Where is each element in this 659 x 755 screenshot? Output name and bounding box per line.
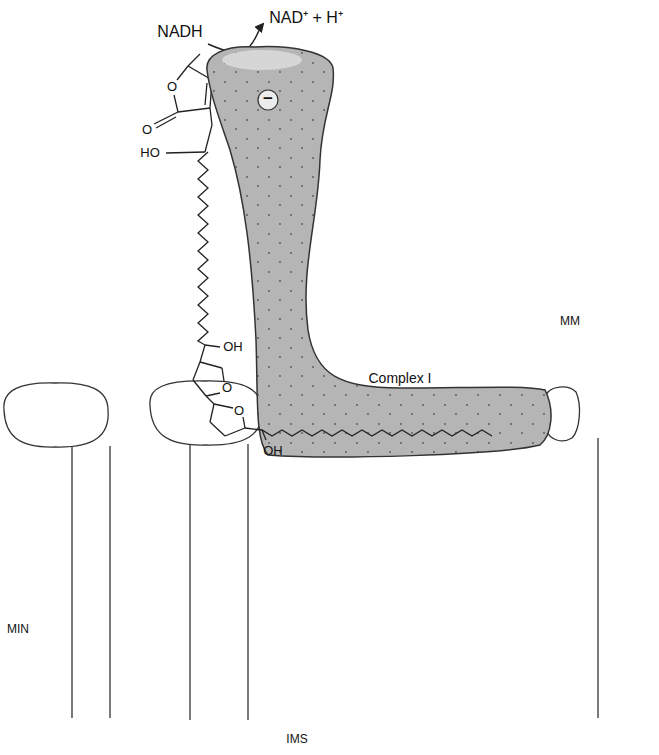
hydroxyl-bond	[262, 430, 266, 440]
hydroxyl-label: HO	[140, 146, 160, 160]
complex-label: Complex I	[368, 370, 431, 386]
atom-label: O	[222, 381, 232, 395]
complex-shape	[207, 47, 551, 457]
charge-circle	[258, 90, 278, 110]
product-label: NAD⁺ + H⁺	[269, 9, 343, 27]
charge-sign: −	[263, 90, 273, 109]
compartment-label: IMS	[286, 733, 307, 746]
hydroxyl-label: OH	[263, 444, 283, 458]
atom-label: O	[167, 80, 177, 94]
catalytic-site	[222, 50, 302, 70]
alkyl-chain	[245, 428, 492, 436]
atom-label: O	[142, 123, 152, 137]
atom-label: O	[234, 404, 244, 418]
protein-complex: Complex I	[196, 40, 556, 460]
compartment-label: MIN	[7, 623, 29, 636]
complex-outline	[196, 40, 556, 460]
hydroxyl-label: OH	[223, 340, 243, 354]
compartment-label: MM	[560, 315, 580, 328]
lipid-tails	[72, 438, 598, 720]
substrate-label: NADH	[157, 23, 202, 41]
